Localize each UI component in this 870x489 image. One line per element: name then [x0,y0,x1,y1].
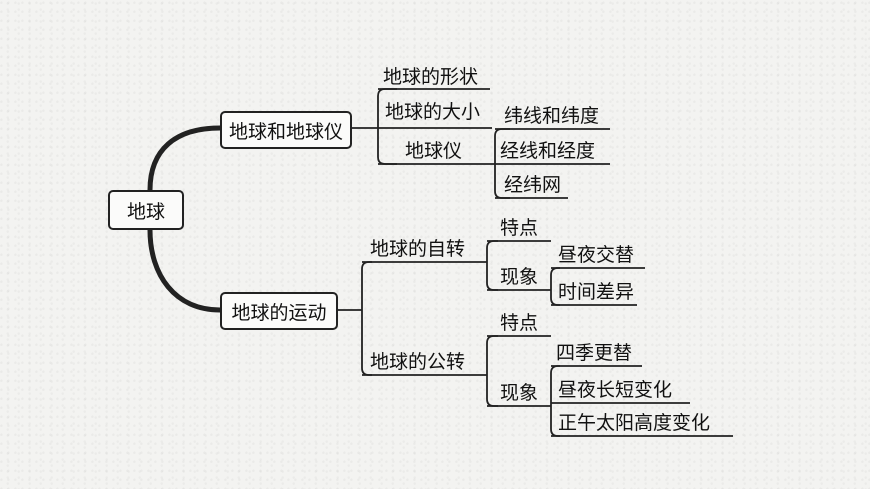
label-latitude: 纬线和纬度 [504,105,600,127]
node-earth-motion: 地球的运动 [220,292,338,330]
label-rev-feature: 特点 [500,312,539,334]
label-sun-height: 正午太阳高度变化 [558,412,711,434]
label-rotation: 地球的自转 [370,238,466,260]
node-earth-and-globe: 地球和地球仪 [220,111,352,149]
label-rot-phenom: 现象 [500,266,539,288]
curve-root-to-motion [147,229,221,313]
bracket-revolution [486,335,498,407]
label-globe: 地球仪 [405,140,463,162]
label-revolution: 地球的公转 [370,351,466,373]
label-rot-feature: 特点 [500,217,539,239]
root-node: 地球 [108,190,184,230]
label-day-night: 昼夜交替 [558,244,635,266]
label-grid: 经纬网 [504,174,562,196]
label-seasons: 四季更替 [556,342,633,364]
bracket-rotation [486,240,498,291]
curve-root-to-shape [147,125,221,191]
label-day-length: 昼夜长短变化 [558,379,673,401]
label-earth-size: 地球的大小 [385,101,481,123]
label-longitude: 经线和经度 [500,140,596,162]
label-time-diff: 时间差异 [558,281,635,303]
label-rev-phenom: 现象 [500,382,539,404]
label-earth-shape: 地球的形状 [383,66,479,88]
